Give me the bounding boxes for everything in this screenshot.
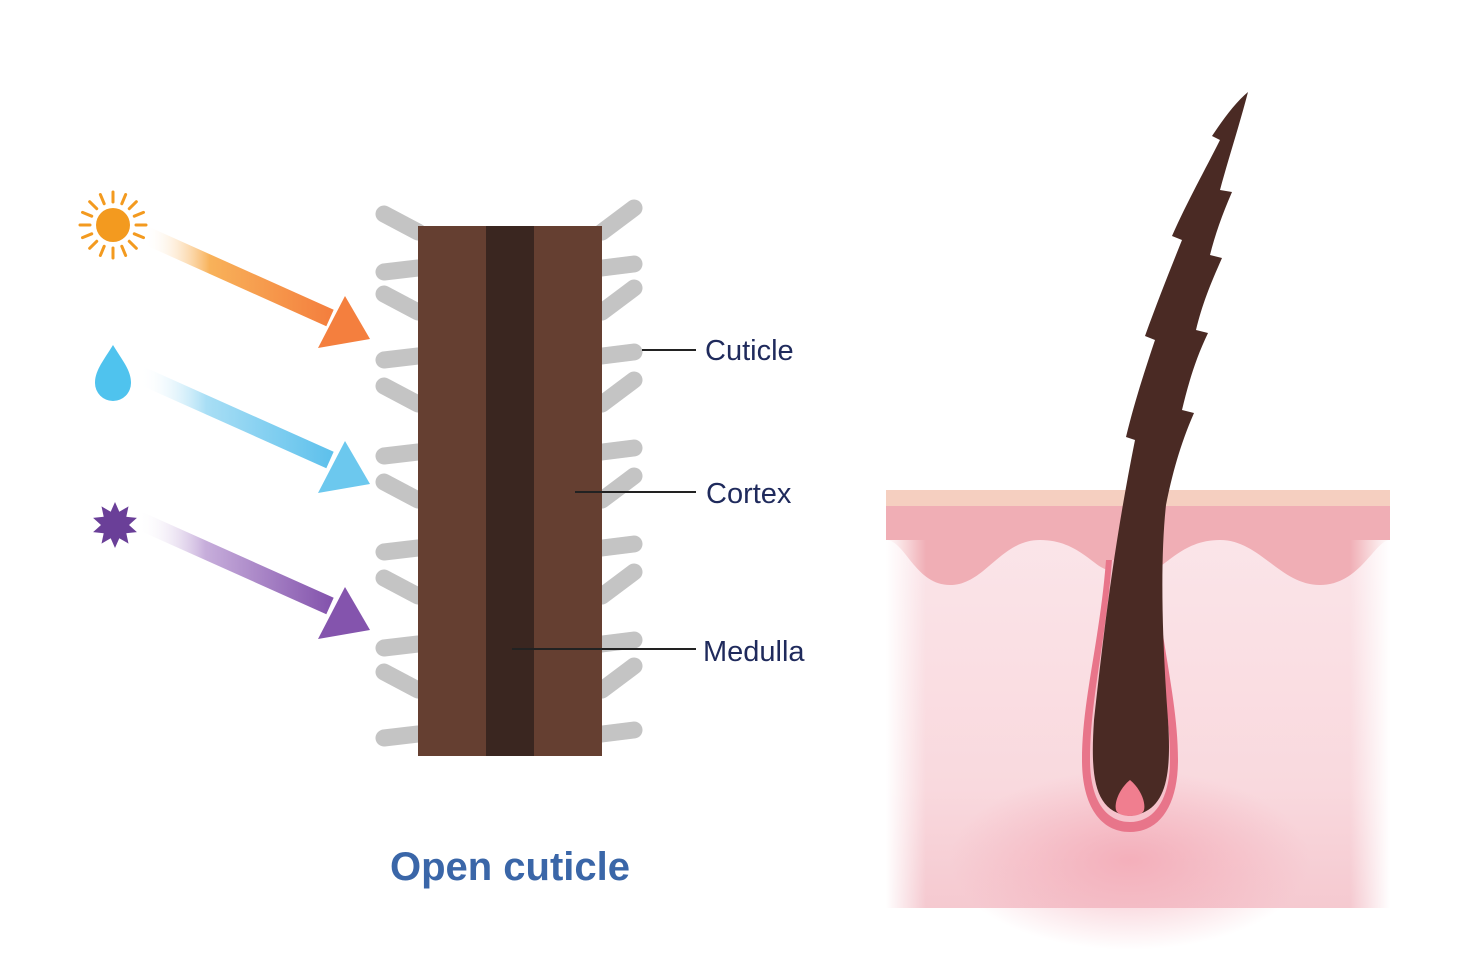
cuticle-scale-left bbox=[375, 663, 427, 699]
cuticle-scale-right bbox=[593, 279, 643, 321]
water-drop-icon bbox=[95, 345, 131, 401]
cuticle-scale-right bbox=[593, 535, 643, 557]
cuticle-scale-right bbox=[593, 657, 643, 699]
sun-ray bbox=[132, 210, 145, 218]
cuticle-scale-right bbox=[593, 199, 643, 241]
skin-cross-section bbox=[886, 92, 1390, 950]
caption: Open cuticle bbox=[390, 845, 630, 889]
cuticle-scale-left bbox=[375, 205, 427, 241]
cuticle-scale-right bbox=[593, 343, 643, 365]
cuticle-scale-left bbox=[375, 259, 427, 281]
cuticle-scale-right bbox=[593, 439, 643, 461]
cuticle-scale-right bbox=[593, 371, 643, 413]
sun-arrow bbox=[141, 226, 370, 348]
cuticle-scale-right bbox=[593, 631, 643, 653]
cortex-label: Cortex bbox=[706, 478, 792, 510]
cuticle-scale-left bbox=[375, 635, 427, 657]
cuticle-scales bbox=[375, 199, 643, 747]
sun-ray bbox=[88, 200, 99, 211]
sun-ray bbox=[127, 200, 138, 211]
cuticle-scale-left bbox=[375, 539, 427, 561]
cuticle-scale-right bbox=[593, 467, 643, 509]
sun-ray bbox=[120, 244, 128, 257]
water-arrow bbox=[136, 366, 370, 493]
cuticle-scale-right bbox=[593, 563, 643, 605]
sun-ray bbox=[132, 232, 145, 240]
cuticle-scale-left bbox=[375, 285, 427, 321]
hair-medulla bbox=[486, 226, 534, 756]
cuticle-scale-left bbox=[375, 473, 427, 509]
dermal-papilla bbox=[1115, 780, 1145, 816]
cuticle-scale-right bbox=[593, 255, 643, 277]
sun-ray bbox=[98, 244, 106, 257]
cuticle-scale-left bbox=[375, 443, 427, 465]
sun-ray bbox=[81, 232, 94, 240]
sun-ray bbox=[81, 210, 94, 218]
cuticle-scale-left bbox=[375, 569, 427, 605]
sun-ray bbox=[127, 239, 138, 250]
sun-ray bbox=[98, 193, 106, 206]
medulla-label: Medulla bbox=[703, 636, 805, 668]
sun-icon bbox=[78, 190, 148, 260]
uv-arrow bbox=[134, 511, 370, 639]
cuticle-scale-left bbox=[375, 377, 427, 413]
cuticle-label: Cuticle bbox=[705, 335, 794, 367]
uv-star-icon bbox=[93, 502, 137, 548]
sun-ray bbox=[120, 193, 128, 206]
hair-shaft bbox=[1092, 92, 1248, 816]
cuticle-scale-left bbox=[375, 347, 427, 369]
cuticle-scale-right bbox=[593, 721, 643, 743]
sun-ray bbox=[88, 239, 99, 250]
cuticle-scale-left bbox=[375, 725, 427, 747]
